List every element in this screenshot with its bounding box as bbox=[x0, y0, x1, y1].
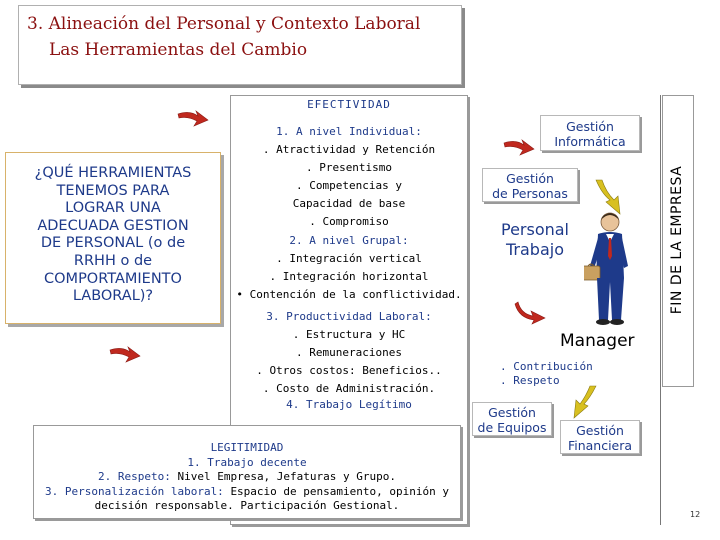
yellow-arrow-icon bbox=[573, 385, 597, 419]
individual-item: . Competencias y bbox=[296, 179, 402, 192]
efectividad-heading: EFECTIVIDAD bbox=[307, 98, 391, 111]
box-line: Gestión bbox=[566, 119, 614, 134]
individual-item: . Compromiso bbox=[309, 215, 389, 228]
fin-empresa-box bbox=[662, 95, 694, 387]
label-line: Personal bbox=[500, 220, 569, 239]
slide-subtitle: Las Herramientas del Cambio bbox=[49, 40, 308, 60]
slide-title: 3. Alineación del Personal y Contexto La… bbox=[27, 14, 421, 34]
productividad-item: . Estructura y HC bbox=[292, 328, 406, 341]
red-curved-arrow-icon bbox=[503, 139, 535, 156]
box-line: Gestión bbox=[506, 171, 554, 186]
grupal-title: 2. A nivel Grupal: bbox=[289, 234, 409, 247]
title-box: 3. Alineación del Personal y Contexto La… bbox=[18, 5, 462, 85]
grupal-section: 2. A nivel Grupal: . Integración vertica… bbox=[231, 232, 467, 304]
personal-trabajo-label: Personal Trabajo bbox=[480, 220, 590, 260]
question-line: LOGRAR UNA bbox=[65, 200, 161, 217]
legitimidad-box: LEGITIMIDAD 1. Trabajo decente 2. Respet… bbox=[33, 425, 461, 519]
gestion-financiera-box: Gestión Financiera bbox=[560, 420, 640, 454]
red-curved-arrow-icon bbox=[109, 346, 141, 363]
question-line: RRHH o de bbox=[73, 252, 153, 269]
legitimidad-item-2: 2. Respeto: Nivel Empresa, Jefaturas y G… bbox=[34, 470, 460, 485]
box-line: Informática bbox=[554, 134, 626, 149]
legitimidad-item-3-cont: decisión responsable. Participación Gest… bbox=[94, 499, 400, 512]
question-line: TENEMOS PARA bbox=[56, 182, 170, 199]
box-line: de Personas bbox=[492, 186, 568, 201]
box-line: Gestión bbox=[488, 405, 536, 420]
manager-attributes: . Contribución . Respeto bbox=[500, 360, 593, 388]
gestion-informatica-box: Gestión Informática bbox=[540, 115, 640, 151]
vertical-divider bbox=[660, 95, 661, 525]
question-line: ADECUADA GESTION bbox=[37, 217, 189, 234]
legitimidad-item-1: 1. Trabajo decente bbox=[187, 455, 307, 469]
productividad-item: . Otros costos: Beneficios.. bbox=[256, 364, 442, 377]
personalizacion-label: 3. Personalización laboral: bbox=[45, 484, 224, 498]
fin-empresa-label: FIN DE LA EMPRESA bbox=[669, 165, 685, 315]
question-line: COMPORTAMIENTO bbox=[44, 270, 182, 287]
productividad-item: . Costo de Administración. bbox=[262, 382, 436, 395]
manager-figure-icon bbox=[584, 212, 628, 325]
legitimidad-item-3: 3. Personalización laboral: Espacio de p… bbox=[34, 485, 460, 500]
productividad-title: 3. Productividad Laboral: bbox=[266, 310, 432, 323]
individual-item: . Presentismo bbox=[305, 161, 393, 174]
respeto-attr-label: . Respeto bbox=[500, 374, 560, 387]
trabajo-legitimo: 4. Trabajo Legítimo bbox=[286, 398, 412, 411]
legitimidad-heading: LEGITIMIDAD bbox=[210, 441, 284, 454]
personalizacion-text: Espacio de pensamiento, opinión y bbox=[230, 484, 449, 498]
label-line: Trabajo bbox=[506, 240, 564, 259]
individual-section: 1. A nivel Individual: . Atractividad y … bbox=[231, 123, 467, 231]
question-box: ¿QUÉ HERRAMIENTAS TENEMOS PARA LOGRAR UN… bbox=[5, 152, 221, 324]
respeto-text: Nivel Empresa, Jefaturas y Grupo. bbox=[177, 470, 397, 483]
gestion-equipos-box: Gestión de Equipos bbox=[472, 402, 552, 436]
productividad-item: . Remuneraciones bbox=[296, 346, 402, 359]
question-line: ¿QUÉ HERRAMIENTAS bbox=[34, 165, 192, 181]
manager-label: Manager bbox=[560, 331, 635, 351]
box-line: Financiera bbox=[567, 438, 633, 453]
individual-title: 1. A nivel Individual: bbox=[276, 125, 422, 138]
red-curved-arrow-icon bbox=[177, 110, 209, 127]
page-number: 12 bbox=[690, 510, 701, 519]
contribucion-label: . Contribución bbox=[500, 360, 593, 373]
question-line: DE PERSONAL (o de bbox=[40, 235, 186, 252]
red-curved-arrow-icon bbox=[514, 301, 546, 325]
productividad-section: 3. Productividad Laboral: . Estructura y… bbox=[231, 308, 467, 398]
grupal-item: . Integración horizontal bbox=[269, 270, 429, 283]
grupal-item: . Integración vertical bbox=[276, 252, 422, 265]
individual-item: . Atractividad y Retención bbox=[262, 143, 436, 156]
yellow-arrow-icon bbox=[595, 179, 621, 215]
individual-item: Capacidad de base bbox=[292, 197, 406, 210]
question-line: LABORAL)? bbox=[72, 288, 154, 305]
gestion-personas-box: Gestión de Personas bbox=[482, 168, 578, 202]
box-line: Gestión bbox=[576, 423, 624, 438]
box-line: de Equipos bbox=[477, 420, 547, 435]
respeto-label: 2. Respeto: bbox=[97, 470, 171, 483]
grupal-item: • Contención de la conflictividad. bbox=[236, 288, 462, 301]
